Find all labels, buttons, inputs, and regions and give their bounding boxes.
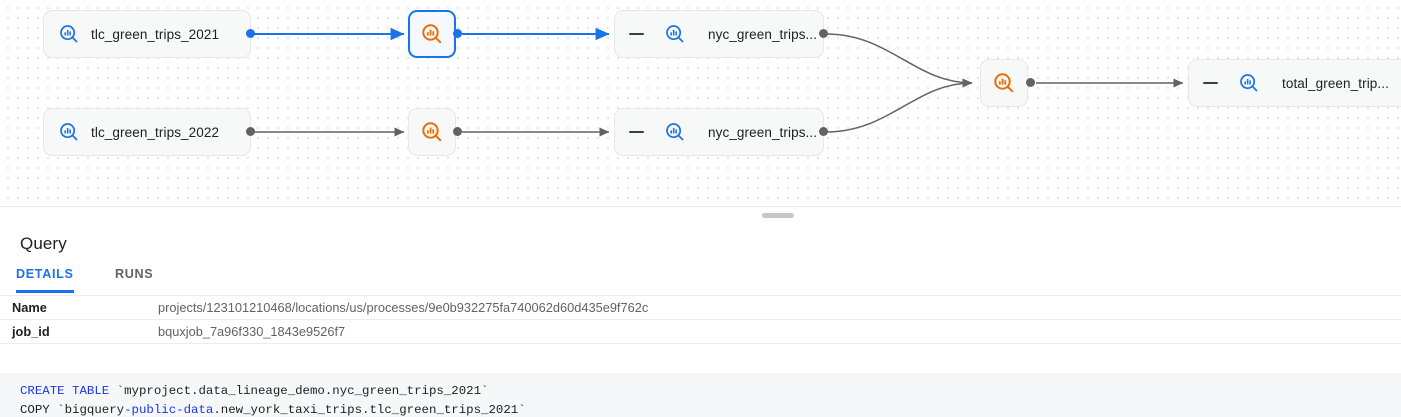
table-search-icon — [58, 121, 80, 143]
sql-line2-rest: .new_york_taxi_trips.tlc_green_trips_202… — [213, 403, 526, 417]
collapse-icon[interactable] — [1203, 81, 1218, 85]
process-search-icon — [420, 22, 444, 46]
panel-tabs: DETAILS RUNS — [0, 267, 1401, 296]
node-label: total_green_trip... — [1282, 75, 1389, 91]
sql-code-block[interactable]: CREATE TABLE `myproject.data_lineage_dem… — [0, 373, 1401, 417]
panel-splitter[interactable] — [0, 206, 1401, 221]
drag-handle-icon[interactable] — [762, 213, 794, 218]
sql-line2-pre: COPY `bigquery — [20, 403, 125, 417]
row-value: projects/123101210468/locations/us/proce… — [158, 300, 649, 315]
node-label: nyc_green_trips... — [708, 124, 818, 140]
node-process-merge[interactable] — [980, 59, 1028, 107]
node-output-port[interactable] — [453, 29, 462, 38]
node-total-green-trips[interactable]: total_green_trip... — [1188, 59, 1401, 107]
node-process-selected[interactable] — [408, 10, 456, 58]
panel-title: Query — [20, 234, 67, 253]
table-row: Name projects/123101210468/locations/us/… — [0, 296, 1401, 320]
tab-runs[interactable]: RUNS — [115, 267, 154, 281]
node-label: tlc_green_trips_2022 — [91, 124, 220, 140]
lineage-edges — [254, 27, 1184, 137]
sql-keyword-public-data: -public-data — [124, 403, 214, 417]
node-tlc-green-trips-2021[interactable]: tlc_green_trips_2021 — [43, 10, 251, 58]
process-search-icon — [420, 120, 444, 144]
collapse-icon[interactable] — [629, 32, 644, 36]
sql-line1-rest: `myproject.data_lineage_demo.nyc_green_t… — [109, 384, 489, 398]
tab-details[interactable]: DETAILS — [16, 267, 74, 293]
table-search-icon — [58, 23, 80, 45]
node-output-port[interactable] — [1026, 78, 1035, 87]
node-label: nyc_green_trips... — [708, 26, 818, 42]
details-table: Name projects/123101210468/locations/us/… — [0, 296, 1401, 344]
row-value: bquxjob_7a96f330_1843e9526f7 — [158, 324, 346, 339]
node-output-port[interactable] — [246, 127, 255, 136]
sql-keyword-create-table: CREATE TABLE — [20, 384, 110, 398]
details-panel: Query DETAILS RUNS Name projects/1231012… — [0, 220, 1401, 417]
table-search-icon — [1238, 72, 1260, 94]
node-nyc-green-trips-top[interactable]: nyc_green_trips... — [614, 10, 824, 58]
node-process[interactable] — [408, 108, 456, 156]
table-search-icon — [664, 121, 686, 143]
node-tlc-green-trips-2022[interactable]: tlc_green_trips_2022 — [43, 108, 251, 156]
lineage-canvas[interactable]: tlc_green_trips_2021 tlc_green_trips_202… — [0, 0, 1401, 206]
node-nyc-green-trips-bottom[interactable]: nyc_green_trips... — [614, 108, 824, 156]
collapse-icon[interactable] — [629, 130, 644, 134]
table-search-icon — [664, 23, 686, 45]
node-output-port[interactable] — [819, 29, 828, 38]
row-key: job_id — [12, 324, 50, 339]
node-output-port[interactable] — [819, 127, 828, 136]
process-search-icon — [992, 71, 1016, 95]
table-row: job_id bquxjob_7a96f330_1843e9526f7 — [0, 320, 1401, 344]
node-label: tlc_green_trips_2021 — [91, 26, 220, 42]
node-output-port[interactable] — [453, 127, 462, 136]
row-key: Name — [12, 300, 47, 315]
node-output-port[interactable] — [246, 29, 255, 38]
